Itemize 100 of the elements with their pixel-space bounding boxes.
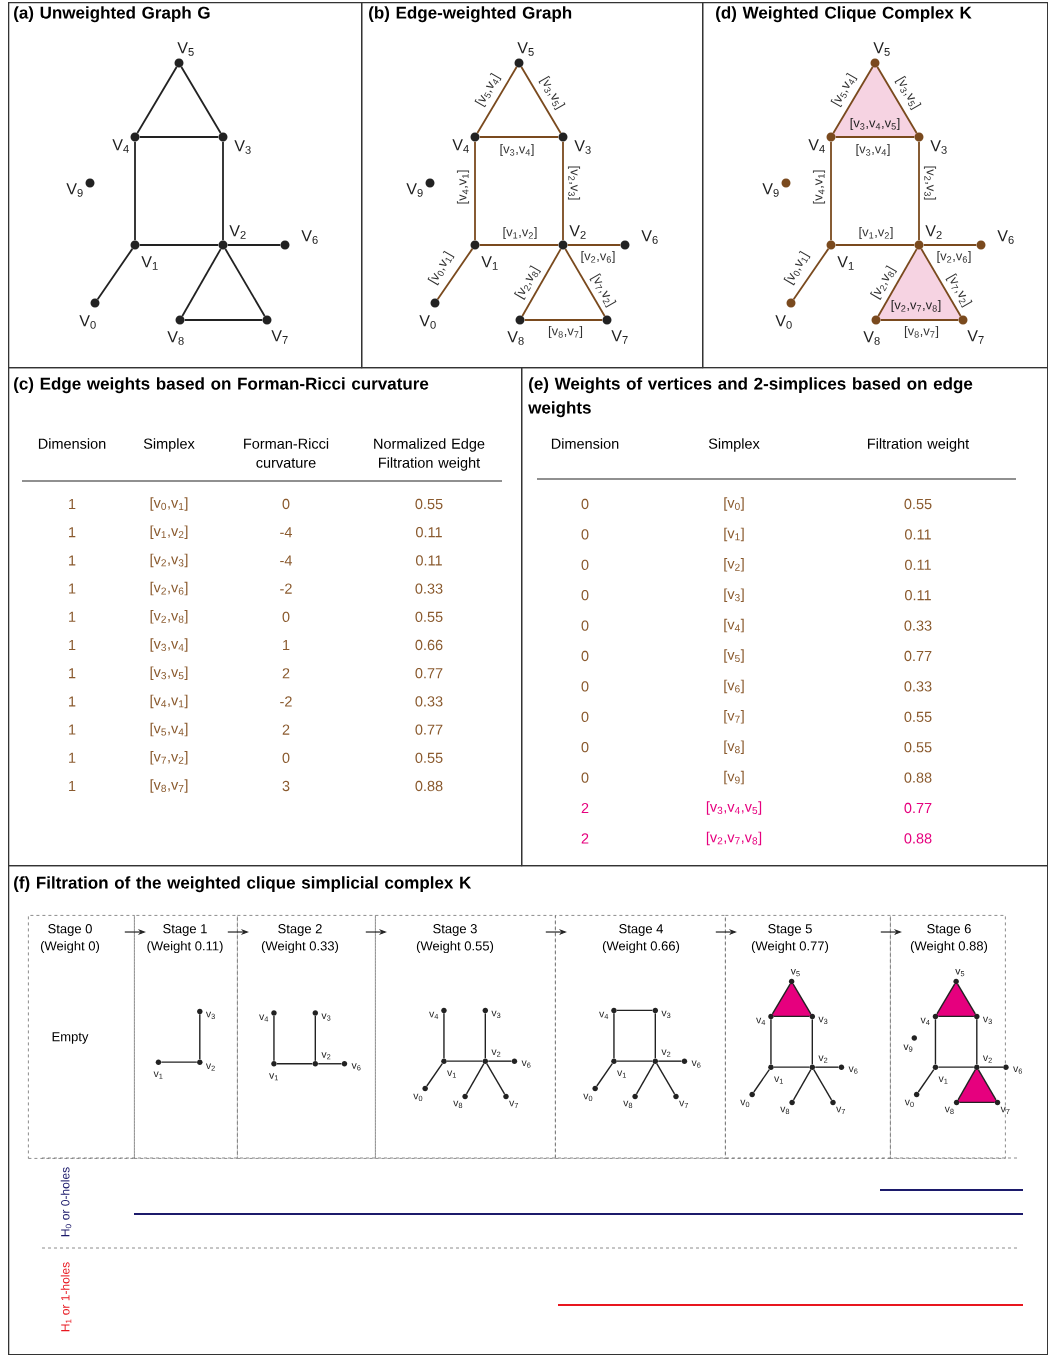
table-value: 0.66: [415, 639, 443, 651]
table-value: 1: [69, 499, 76, 509]
table-value: -4: [280, 527, 292, 538]
graph-edge: [834, 244, 916, 246]
table-value: 0: [581, 498, 589, 510]
graph-edge: [918, 140, 920, 242]
graph-edge: [138, 244, 220, 246]
table-value: 0.33: [904, 681, 932, 692]
table-value: 0: [581, 559, 589, 570]
table-value: 0.55: [904, 742, 932, 753]
graph-edge: [273, 1015, 275, 1062]
vertex-label: v$_{8}$: [453, 1100, 463, 1109]
vertex-label: v$_{0}$: [583, 1093, 593, 1102]
table-value: [v$_{2}$,v$_{3}$]: [150, 553, 188, 568]
table-value: 0.77: [904, 650, 932, 662]
simplex-triangle: [935, 981, 977, 1017]
graph-edge: [564, 248, 606, 317]
graph-edge: [956, 983, 976, 1015]
graph-edge: [792, 983, 812, 1015]
graph-edge: [657, 1060, 683, 1062]
table-value: 0: [581, 711, 589, 722]
vertex-label: v$_{0}$: [904, 1099, 914, 1108]
table-value: [v$_{6}$]: [724, 679, 744, 694]
vertex-label: V$_{6}$: [641, 230, 658, 244]
vertex-label: v$_{4}$: [599, 1011, 609, 1019]
table-value: 0.33: [904, 620, 932, 631]
table-value: 1: [69, 668, 76, 679]
graph-edge: [876, 66, 918, 134]
graph-edge: [879, 319, 960, 321]
vertex-label: V$_{6}$: [997, 230, 1014, 244]
graph-edge: [616, 1060, 654, 1062]
table-value: [v$_{4}$]: [724, 618, 744, 633]
table-value: 0.11: [416, 555, 442, 566]
table-value: 0.88: [904, 772, 932, 783]
table-value: -4: [280, 555, 292, 566]
graph-edge: [484, 1012, 486, 1059]
graph-edge: [920, 248, 962, 317]
edge-label: [v$_{4}$,v$_{1}$]: [455, 168, 471, 206]
table-value: [v$_{4}$,v$_{1}$]: [150, 694, 188, 709]
table-value: 0: [581, 620, 589, 631]
graph-edge: [566, 244, 622, 246]
vertex-label: v$_{3}$: [818, 1016, 828, 1025]
vertex-label: V$_{7}$: [611, 330, 628, 344]
vertex-label: v$_{2}$: [205, 1063, 215, 1071]
vertex-label: v$_{3}$: [205, 1011, 215, 1020]
graph-edge: [834, 136, 916, 138]
graph-edge: [877, 248, 918, 317]
vertex-label: V$_{9}$: [762, 183, 779, 197]
graph-edge: [183, 319, 264, 321]
vertex-label: V$_{5}$: [873, 42, 890, 56]
graph-edge: [486, 1063, 506, 1095]
graph-edge: [832, 66, 874, 134]
vertex-label: v$_{0}$: [740, 1099, 750, 1108]
vertex-label: V$_{5}$: [177, 42, 194, 56]
vertex-label: V$_{1}$: [481, 256, 498, 270]
vertex-label: v$_{8}$: [780, 1106, 790, 1115]
graph-edge: [314, 1015, 316, 1062]
graph-edge: [773, 1015, 811, 1018]
table-value: [v$_{2}$,v$_{8}$]: [150, 610, 188, 624]
vertex-label: v$_{1}$: [269, 1073, 278, 1081]
vertex-label: V$_{6}$: [301, 230, 318, 244]
vertex-label: V$_{3}$: [574, 140, 591, 154]
graph-edge: [936, 983, 956, 1015]
table-value: 0.11: [905, 590, 931, 601]
table-value: [v$_{0}$]: [724, 497, 744, 511]
graph-edge: [830, 140, 832, 242]
table-value: -2: [280, 583, 292, 594]
table-value: 0: [581, 742, 589, 753]
table-value: 1: [69, 555, 76, 566]
vertex-label: V$_{4}$: [808, 139, 825, 153]
graph-edge: [317, 1063, 343, 1065]
table-value: 0: [282, 498, 290, 510]
table-value: 1: [69, 752, 76, 763]
vertex-label: V$_{2}$: [925, 225, 942, 239]
edge-label: [v$_{5}$,v$_{4}$]: [472, 70, 504, 110]
table-value: 1: [69, 527, 76, 538]
edge-label: [v$_{0}$,v$_{1}$]: [425, 248, 457, 288]
table-value: 1: [69, 781, 76, 791]
vertex-label: v$_{8}$: [623, 1100, 633, 1109]
edge-label: [v$_{0}$,v$_{1}$]: [781, 248, 813, 288]
table-value: 0.55: [904, 498, 932, 510]
vertex-label: v$_{6}$: [521, 1060, 531, 1068]
edge-label: [v$_{1}$,v$_{2}$]: [857, 225, 895, 241]
graph-edge: [520, 66, 562, 134]
graph-edge: [811, 1018, 813, 1065]
edge-label: [v$_{8}$,v$_{7}$]: [547, 324, 584, 340]
simplex-triangle: [770, 981, 813, 1017]
table-value: 0: [581, 772, 589, 783]
table-value: [v$_{9}$]: [724, 770, 744, 785]
graph-edge: [134, 140, 136, 242]
vertex-label: v$_{0}$: [413, 1093, 423, 1102]
edge-label: [v$_{2}$,v$_{3}$]: [566, 164, 582, 202]
table-value: [v$_{3}$]: [724, 588, 744, 602]
graph-edge: [976, 1018, 978, 1065]
table-value: 1: [69, 640, 76, 650]
edge-label: [v$_{1}$,v$_{2}$]: [501, 225, 539, 241]
table-value: 0: [581, 650, 589, 662]
vertex-label: V$_{2}$: [229, 225, 246, 239]
graph-edge: [181, 248, 222, 317]
edge-label: [v$_{2}$,v$_{3}$]: [922, 164, 938, 202]
